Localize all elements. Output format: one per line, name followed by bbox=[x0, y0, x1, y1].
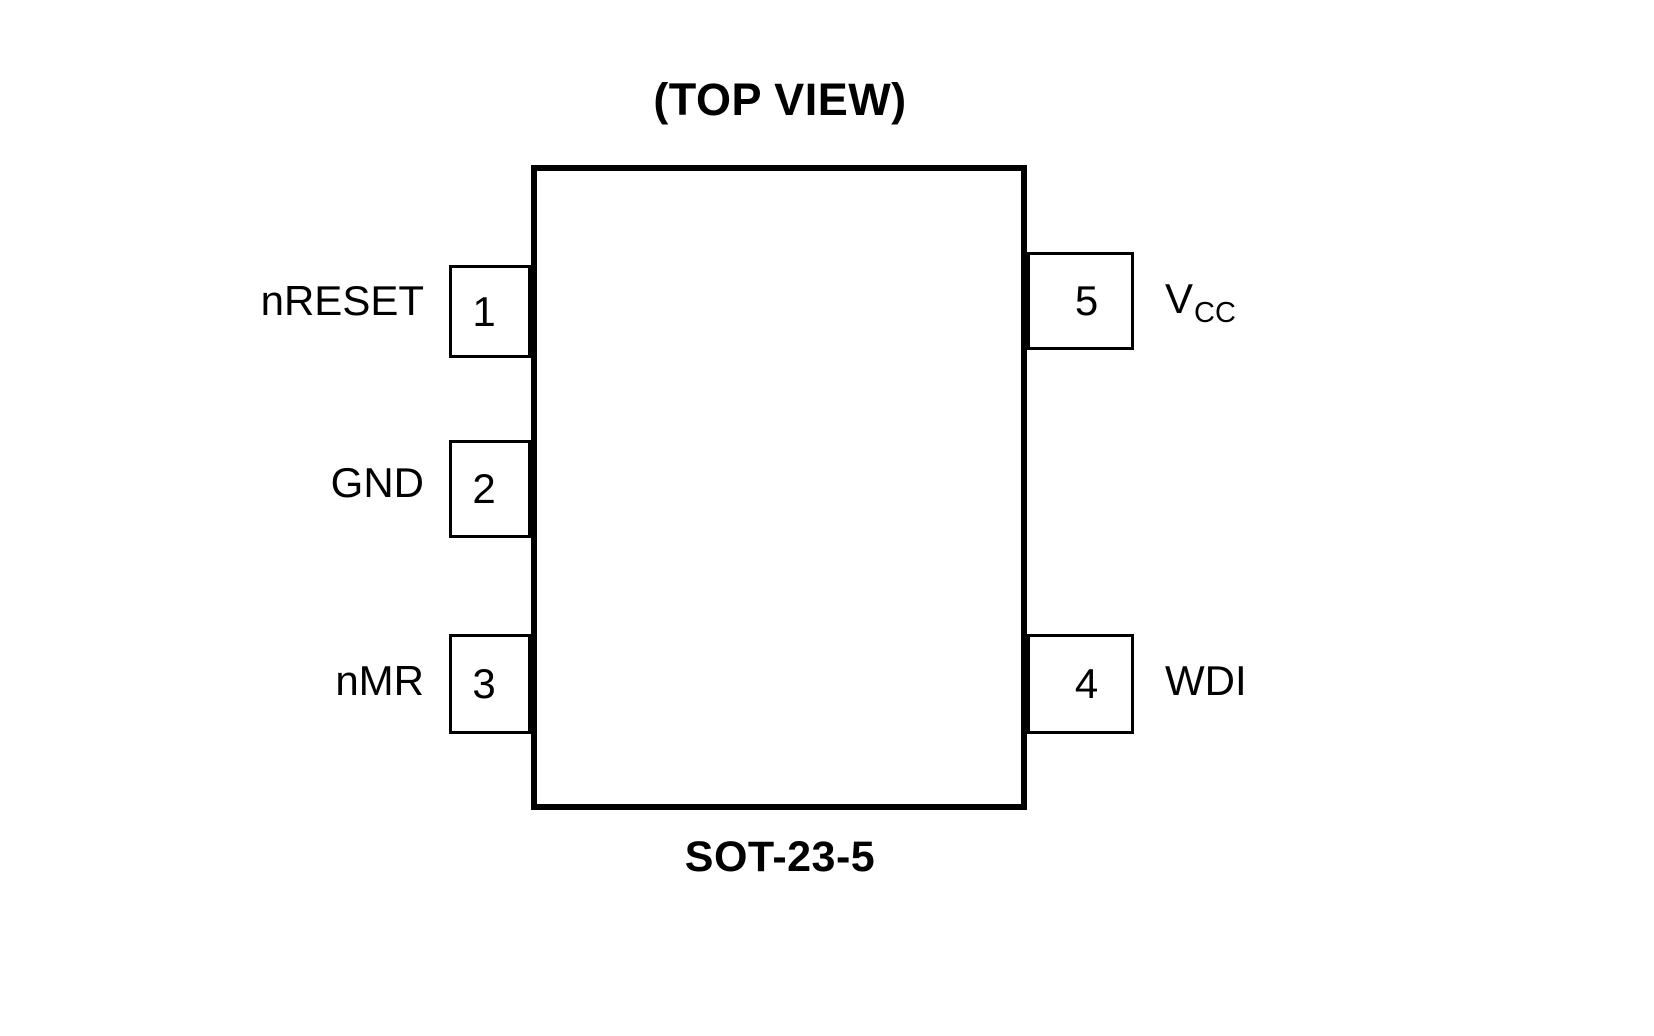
package-caption: SOT-23-5 bbox=[684, 833, 876, 881]
pin-label-vcc-subscript: CC bbox=[1194, 297, 1236, 329]
pin-label-vcc-base: V bbox=[1165, 275, 1194, 322]
pin-lead-1: 1 bbox=[449, 265, 531, 358]
pin-lead-4: 4 bbox=[1027, 634, 1134, 734]
pin-label-vcc: VCC bbox=[1165, 275, 1236, 328]
view-title: (TOP VIEW) bbox=[653, 74, 907, 125]
pin-number-5: 5 bbox=[1074, 277, 1099, 324]
pin-number-4: 4 bbox=[1074, 660, 1099, 707]
pin-lead-5: 5 bbox=[1027, 252, 1134, 350]
pin-label-nmr: nMR bbox=[335, 657, 424, 704]
pin-label-nreset: nRESET bbox=[260, 277, 424, 324]
pin-number-2: 2 bbox=[472, 465, 496, 512]
pin-number-1: 1 bbox=[472, 287, 496, 335]
pin-number-3: 3 bbox=[472, 660, 496, 707]
package-body-outline bbox=[531, 165, 1027, 810]
pin-label-wdi: WDI bbox=[1165, 657, 1247, 704]
pin-label-gnd: GND bbox=[330, 459, 424, 506]
pin-lead-3: 3 bbox=[449, 634, 531, 734]
pin-lead-2: 2 bbox=[449, 440, 531, 538]
